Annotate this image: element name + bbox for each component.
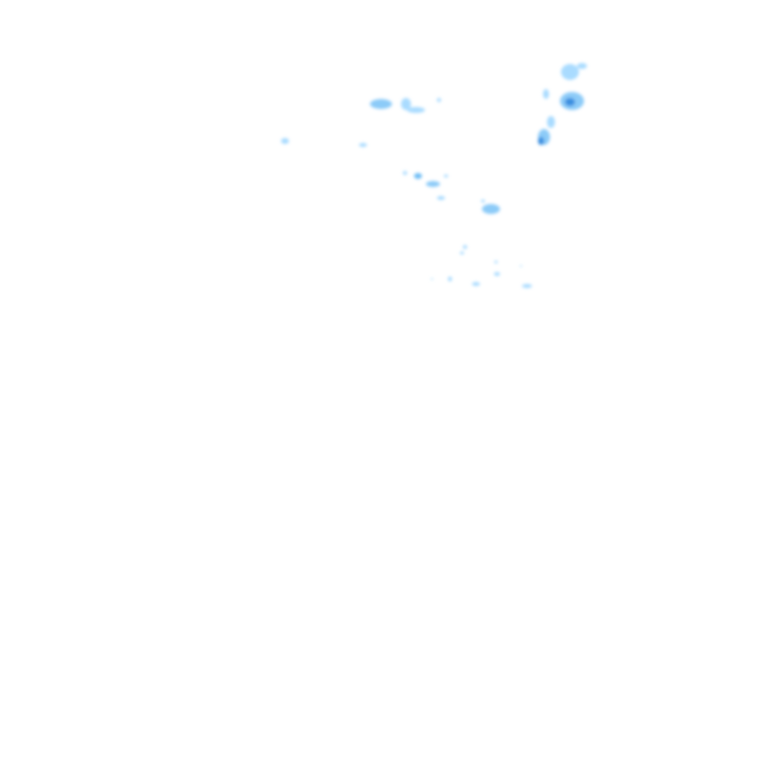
precip-echo xyxy=(482,204,500,214)
precip-echo xyxy=(472,282,480,286)
echo-cluster-north xyxy=(281,98,441,147)
precip-echo xyxy=(494,272,500,276)
precip-echo xyxy=(522,284,532,288)
precip-echo xyxy=(407,107,425,113)
precip-echo xyxy=(463,245,467,249)
precip-echo xyxy=(538,137,544,145)
precip-echo xyxy=(370,99,392,109)
echo-cluster-central xyxy=(403,171,500,214)
precip-echo xyxy=(481,199,485,203)
precip-echo xyxy=(444,174,448,178)
precip-echo xyxy=(520,265,522,267)
precip-echo xyxy=(460,251,464,255)
precip-echo xyxy=(426,181,440,187)
precip-echo xyxy=(577,63,587,69)
precip-echo xyxy=(543,89,549,99)
precip-echo xyxy=(547,116,555,128)
precip-echo xyxy=(561,64,579,80)
precip-echo xyxy=(359,143,367,147)
echo-cluster-northeast xyxy=(538,63,587,145)
precip-echo xyxy=(437,98,441,102)
precip-echo xyxy=(494,260,498,264)
precip-echo xyxy=(281,138,289,144)
precip-echo xyxy=(565,98,575,106)
echo-cluster-south xyxy=(431,245,532,288)
precip-echo xyxy=(431,278,433,280)
precip-echo xyxy=(401,98,411,110)
precip-echo xyxy=(437,196,445,200)
precip-echo xyxy=(414,173,422,179)
precip-echo xyxy=(448,276,452,282)
precip-echo xyxy=(403,171,407,175)
precipitation-echoes xyxy=(281,63,587,288)
